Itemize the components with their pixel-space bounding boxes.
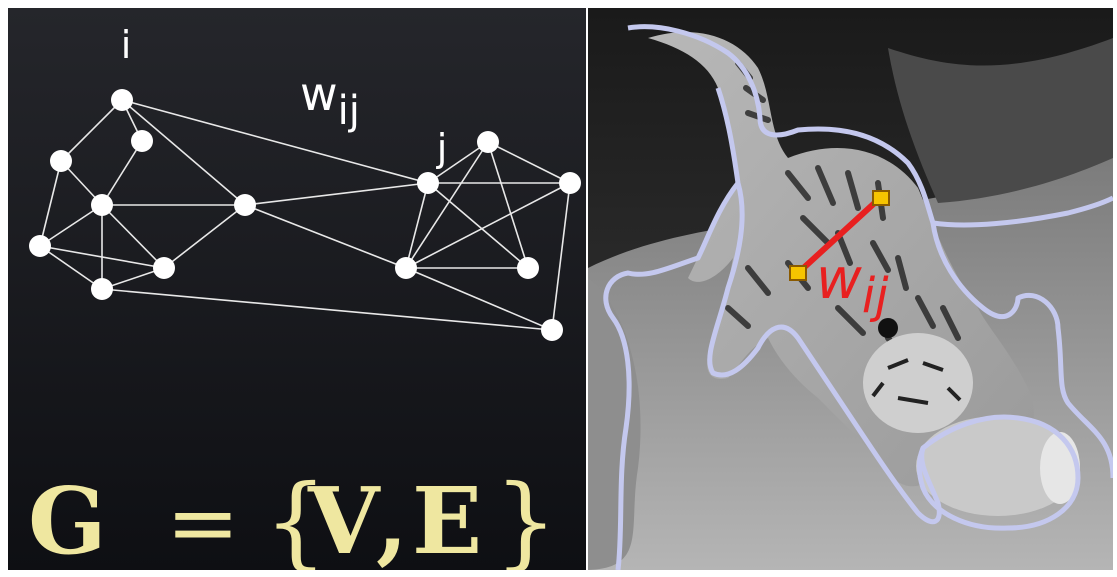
formula-comma: , — [376, 467, 408, 570]
graph-node-i — [111, 89, 133, 111]
graph-node-n3 — [50, 150, 72, 172]
pixel-weight-w: w — [816, 247, 862, 312]
node-label-i: i — [121, 23, 132, 67]
formula-close-brace: } — [494, 463, 558, 570]
formula-graph-symbol: G — [28, 467, 107, 570]
node-label-j: j — [436, 126, 448, 170]
graph-node-n8 — [91, 278, 113, 300]
formula-equals: = — [166, 471, 240, 570]
graph-node-n7 — [153, 257, 175, 279]
formula-edges: E — [412, 467, 482, 570]
pixel-weight-subscript: ij — [862, 268, 889, 324]
graph-node-n12 — [395, 257, 417, 279]
graph-node-n10 — [477, 131, 499, 153]
tiger-image-panel: wij — [588, 8, 1113, 570]
edge-weight-w: w — [300, 67, 338, 121]
edge-weight-subscript: ij — [338, 88, 360, 134]
pixel-marker-i — [790, 266, 806, 280]
graph-diagram-panel: i j wij G = { V , E } — [8, 8, 586, 570]
graph-node-n13 — [517, 257, 539, 279]
graph-node-n4 — [91, 194, 113, 216]
graph-node-n11 — [559, 172, 581, 194]
graph-node-n14 — [541, 319, 563, 341]
pixel-marker-j — [873, 191, 889, 205]
graph-node-n5 — [234, 194, 256, 216]
graph-node-n2 — [131, 130, 153, 152]
formula-vertices: V — [307, 467, 381, 570]
graph-node-j — [417, 172, 439, 194]
graph-node-n6 — [29, 235, 51, 257]
